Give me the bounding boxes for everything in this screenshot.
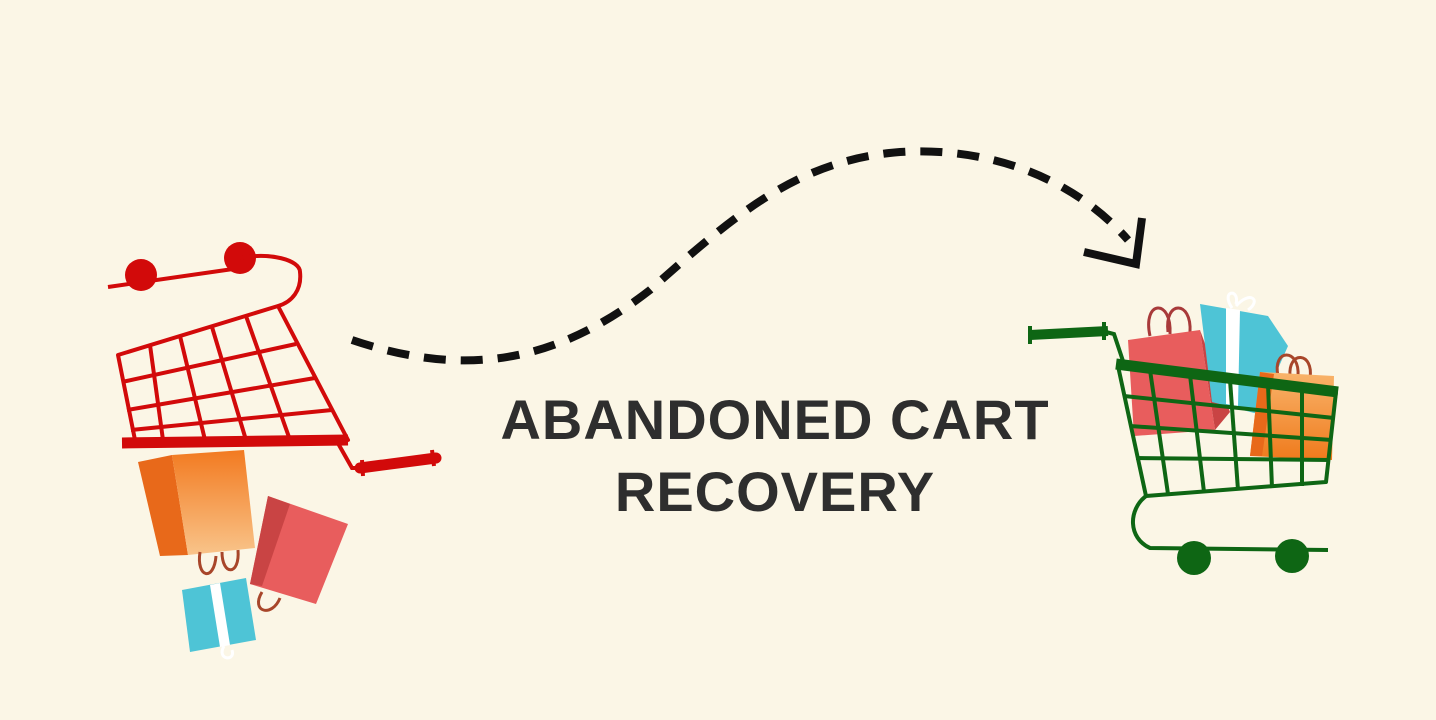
- cart-wheels: [107, 242, 303, 308]
- blue-gift-icon: [182, 578, 256, 660]
- page-title: ABANDONED CART RECOVERY: [360, 384, 1190, 528]
- headline-line-1: ABANDONED CART: [500, 388, 1050, 451]
- cart-handle: [121, 434, 442, 477]
- red-bag-icon: [250, 496, 348, 612]
- cart-handle: [1028, 322, 1128, 371]
- recovered-cart-icon: [1028, 291, 1339, 575]
- cart-basket: [116, 304, 350, 442]
- dashed-arrow-icon: [350, 147, 1146, 365]
- cart-rim: [1115, 358, 1339, 398]
- abandoned-cart-icon: [107, 242, 442, 660]
- cart-wheels: [1131, 494, 1329, 575]
- headline-line-2: RECOVERY: [614, 460, 936, 523]
- orange-bag-icon: [138, 450, 255, 576]
